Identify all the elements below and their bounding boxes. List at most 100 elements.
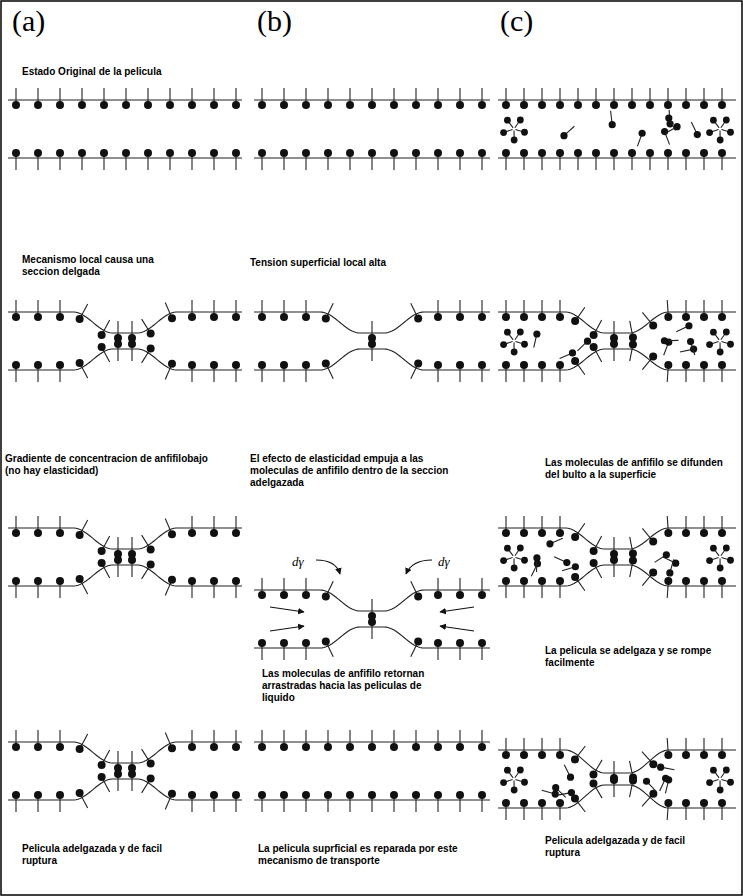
- micelle-head: [706, 341, 713, 348]
- amphiphile-head: [147, 330, 155, 338]
- amphiphile-head: [682, 313, 690, 321]
- amphiphile-head: [610, 340, 618, 348]
- amphiphile-head: [322, 315, 330, 323]
- tension-symbol: dγ: [438, 554, 450, 569]
- film-surface: [498, 349, 736, 370]
- amphiphile-head: [280, 639, 288, 647]
- amphiphile-head: [114, 556, 122, 564]
- film-surface: [498, 157, 736, 158]
- amphiphile-head: [502, 799, 510, 807]
- amphiphile-head: [258, 313, 266, 321]
- micelle-head: [727, 129, 734, 136]
- micelle-head: [710, 545, 717, 552]
- amphiphile-head: [552, 790, 559, 797]
- amphiphile-head: [520, 799, 528, 807]
- micelle-head: [706, 129, 713, 136]
- amphiphile-head: [664, 799, 672, 807]
- amphiphile-head: [560, 132, 567, 139]
- micelle-head: [723, 767, 730, 774]
- amphiphile-head: [590, 343, 598, 351]
- amphiphile-head: [502, 751, 510, 759]
- amphiphile-head: [664, 529, 672, 537]
- amphiphile-head: [664, 361, 672, 369]
- amphiphile-head: [390, 791, 398, 799]
- amphiphile-head: [114, 770, 122, 778]
- amphiphile-head: [639, 130, 646, 137]
- amphiphile-head: [147, 546, 155, 554]
- amphiphile-head: [700, 751, 708, 759]
- amphiphile-head: [34, 743, 42, 751]
- amphiphile-head: [346, 149, 354, 157]
- amphiphile-head: [188, 149, 196, 157]
- amphiphile-head: [718, 529, 726, 537]
- film-surface: [498, 785, 736, 808]
- micelle-head: [710, 767, 717, 774]
- amphiphile-head: [232, 361, 240, 369]
- amphiphile-head: [324, 149, 332, 157]
- amphiphile-head: [700, 101, 708, 109]
- micelle-head: [511, 349, 518, 356]
- amphiphile-head: [56, 149, 64, 157]
- amphiphile-head: [56, 791, 64, 799]
- amphiphile-head: [546, 540, 553, 547]
- amphiphile-head: [12, 577, 20, 585]
- amphiphile-head: [456, 591, 464, 599]
- amphiphile-head: [56, 577, 64, 585]
- amphiphile-head: [682, 799, 690, 807]
- amphiphile-head: [682, 149, 690, 157]
- amphiphile-head: [538, 313, 546, 321]
- amphiphile-head: [571, 317, 579, 325]
- micelle-head: [727, 779, 734, 786]
- amphiphile-head: [412, 791, 420, 799]
- step-caption: La pelicula suprficial es reparada por e…: [258, 843, 463, 867]
- micelle-head: [521, 557, 528, 564]
- amphiphile-head: [533, 330, 540, 337]
- amphiphile-head: [718, 313, 726, 321]
- amphiphile-head: [12, 361, 20, 369]
- amphiphile-head: [590, 331, 598, 339]
- micelle-head: [500, 341, 507, 348]
- amphiphile-head: [589, 779, 597, 787]
- panel-letter: (c): [500, 4, 533, 38]
- amphiphile-head: [188, 361, 196, 369]
- amphiphile-head: [478, 639, 486, 647]
- amphiphile-head: [76, 315, 84, 323]
- amphiphile-head: [478, 149, 486, 157]
- amphiphile-head: [414, 359, 422, 367]
- amphiphile-head: [168, 576, 176, 584]
- micelle-head: [723, 117, 730, 124]
- micelle-head: [521, 341, 528, 348]
- amphiphile-head: [210, 361, 218, 369]
- film-surface: [498, 99, 736, 100]
- amphiphile-head: [649, 538, 657, 546]
- amphiphile-head: [649, 322, 657, 330]
- amphiphile-head: [166, 101, 174, 109]
- amphiphile-head: [258, 149, 266, 157]
- amphiphile-head: [569, 349, 576, 356]
- amphiphile-head: [56, 313, 64, 321]
- amphiphile-head: [98, 343, 106, 351]
- amphiphile-head: [302, 149, 310, 157]
- micelle-head: [500, 129, 507, 136]
- amphiphile-head: [12, 791, 20, 799]
- amphiphile-head: [574, 101, 582, 109]
- amphiphile-head: [168, 744, 176, 752]
- amphiphile-head: [56, 101, 64, 109]
- amphiphile-head: [232, 313, 240, 321]
- amphiphile-head: [718, 799, 726, 807]
- film-surface: [8, 349, 242, 370]
- micelle-head: [717, 137, 724, 144]
- amphiphile-head: [302, 101, 310, 109]
- amphiphile-head: [324, 791, 332, 799]
- step-caption: Las moleculas de anfifilo se difunden de…: [545, 457, 737, 481]
- amphiphile-head: [322, 637, 330, 645]
- amphiphile-head: [665, 114, 672, 121]
- amphiphile-head: [100, 101, 108, 109]
- amphiphile-head: [592, 149, 600, 157]
- step-caption: Pelicula adelgazada y de facil ruptura: [545, 835, 715, 859]
- amphiphile-head: [34, 791, 42, 799]
- micelle-head: [517, 117, 524, 124]
- amphiphile-head: [302, 361, 310, 369]
- micelle-head: [706, 779, 713, 786]
